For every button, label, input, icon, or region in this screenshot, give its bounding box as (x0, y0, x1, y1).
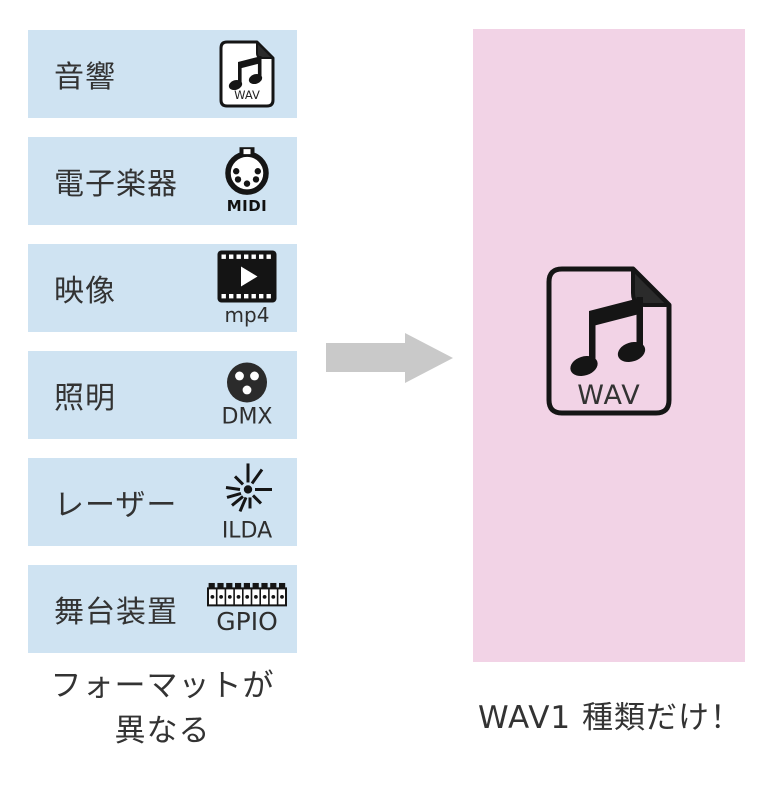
mp4-format-label: mp4 (224, 303, 270, 327)
right-arrow-icon (326, 332, 454, 384)
ilda-format-label: ILDA (221, 518, 273, 544)
film-strip-play-icon (217, 250, 277, 303)
terminal-block-icon (207, 582, 287, 607)
wav-file-label: WAV (234, 88, 260, 102)
left-caption-line2: 異なる (114, 713, 211, 749)
row-electronic-instrument: 電子楽器 MIDI (28, 137, 297, 225)
row-stage-equipment-label: 舞台装置 (54, 595, 178, 630)
laser-burst-icon (225, 463, 272, 513)
row-video-label: 映像 (54, 274, 116, 309)
dmx-xlr-connector-icon: DMX (201, 361, 293, 430)
left-caption: フォーマットが 異なる (28, 664, 297, 754)
wav-file-large-icon: WAV (545, 265, 673, 421)
midi-din-connector-icon (225, 147, 269, 195)
row-laser: レーザー ILDA (28, 458, 297, 546)
row-laser-label: レーザー (54, 488, 178, 523)
wav-file-icon: WAV (219, 40, 275, 108)
row-video: 映像 mp4 (28, 244, 297, 332)
wav-file-large-label: WAV (577, 380, 640, 411)
wav-panel: WAV (473, 29, 745, 662)
row-lighting: 照明 DMX (28, 351, 297, 439)
dmx-format-label: DMX (221, 404, 273, 430)
right-caption: WAV1 種類だけ！ (478, 700, 742, 736)
row-lighting-label: 照明 (54, 381, 116, 416)
music-note-glyph (228, 56, 263, 91)
music-note-glyph (570, 297, 646, 377)
row-audio-label: 音響 (54, 60, 116, 95)
wav-file-icon: WAV (201, 39, 293, 109)
row-electronic-instrument-label: 電子楽器 (54, 167, 178, 202)
midi-format-label: MIDI (226, 197, 268, 216)
midi-din-connector-icon: MIDI (201, 147, 293, 215)
gpio-format-label: GPIO (216, 606, 278, 636)
laser-burst-icon: ILDA (201, 461, 293, 544)
dmx-xlr-connector-icon (227, 362, 267, 403)
film-strip-play-icon: mp4 (201, 250, 293, 326)
left-caption-line1: フォーマットが (50, 668, 275, 704)
row-stage-equipment: 舞台装置 GPI (28, 565, 297, 653)
terminal-block-icon: GPIO (201, 582, 293, 636)
row-audio: 音響 WAV (28, 30, 297, 118)
